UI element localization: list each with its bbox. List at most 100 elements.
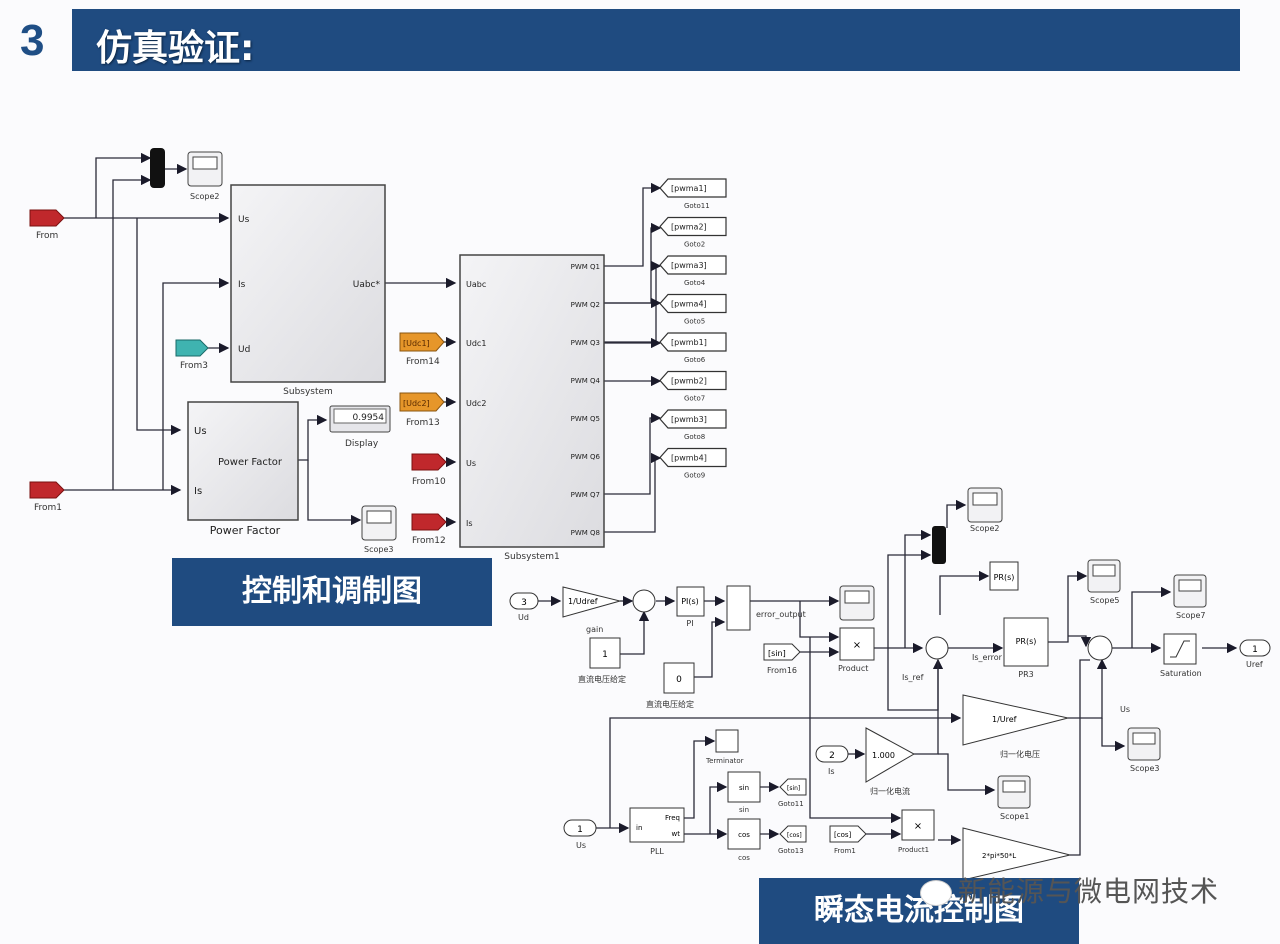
outport-uref[interactable] (1239, 639, 1271, 657)
inport-us[interactable] (563, 819, 597, 837)
goto-block[interactable] (659, 178, 727, 198)
sum-block[interactable] (1087, 635, 1113, 661)
scope-label: Scope2 (190, 192, 219, 201)
product1-block[interactable] (901, 809, 935, 841)
inport-ud[interactable] (509, 592, 539, 610)
pll-block[interactable] (629, 807, 685, 843)
from16-block[interactable] (763, 643, 801, 661)
signal-label: Is_ref (902, 673, 924, 682)
mux-block[interactable] (726, 585, 751, 631)
pi-block[interactable] (676, 586, 705, 617)
gain-bottom-block[interactable] (962, 827, 1071, 881)
goto-block[interactable] (659, 447, 727, 468)
constant-zero-block[interactable] (663, 662, 695, 694)
gain-ua-block[interactable] (962, 694, 1069, 746)
from-tag: [Udc2] (403, 399, 430, 408)
from-block-from3[interactable] (175, 339, 209, 357)
scope1-block[interactable] (997, 775, 1031, 809)
port-label: PWM Q8 (571, 529, 600, 537)
scope3-block[interactable] (361, 505, 397, 541)
inport-is[interactable] (815, 745, 849, 763)
from-label: From16 (767, 666, 797, 675)
goto-label: Goto13 (778, 847, 804, 855)
subsystem1-block[interactable] (459, 254, 605, 548)
scope5-block[interactable] (1087, 559, 1121, 593)
pr-block[interactable] (989, 561, 1019, 591)
scope-label: Scope5 (1090, 596, 1119, 605)
block-label: Saturation (1160, 669, 1202, 678)
saturation-block[interactable] (1163, 633, 1197, 665)
port-label: Is (194, 486, 202, 497)
goto-blocks: [pwma1]Goto11[pwma2]Goto2[pwma3]Goto4[pw… (659, 178, 727, 480)
goto-tag: [pwmb4] (671, 454, 707, 463)
goto-block[interactable] (659, 370, 727, 391)
pll-port: Freq (665, 814, 680, 822)
goto-block[interactable] (659, 332, 727, 352)
power-factor-block[interactable] (187, 401, 299, 521)
scope7-block[interactable] (1173, 574, 1207, 608)
goto-block[interactable] (659, 409, 727, 429)
goto-block[interactable] (659, 293, 727, 314)
sum-block[interactable] (632, 589, 656, 613)
from-block-from[interactable] (29, 209, 65, 227)
block-label: Terminator (705, 757, 744, 765)
section-number: 3 (20, 16, 45, 65)
pr-value: PR(s) (1016, 637, 1037, 646)
goto-label: Goto11 (778, 800, 804, 808)
wire (136, 218, 182, 436)
from-block-from13[interactable] (399, 392, 445, 412)
block-label: Subsystem (283, 387, 333, 397)
display-value: 0.9954 (353, 413, 385, 423)
wire (938, 753, 996, 796)
pi-label: PI (686, 619, 693, 628)
wire (112, 174, 152, 490)
gain-block[interactable] (562, 586, 622, 618)
caption-control-modulation: 控制和调制图 (172, 558, 492, 626)
block-label: Subsystem1 (504, 552, 559, 562)
goto-block[interactable] (659, 255, 727, 275)
block-label: PLL (650, 847, 664, 856)
from-block-from12[interactable] (411, 513, 447, 531)
goto-sin-block[interactable] (779, 778, 807, 796)
gain-is-block[interactable] (865, 727, 916, 783)
from-block-from10[interactable] (411, 453, 447, 471)
port-label: PWM Q5 (571, 415, 600, 423)
product-label: Product (838, 664, 868, 673)
from-block-from1[interactable] (29, 481, 65, 499)
sin-block[interactable] (727, 771, 761, 803)
signal-label: Us (1120, 705, 1130, 714)
watermark: 新能源与微电网技术 (920, 870, 1219, 910)
product-block[interactable] (839, 627, 875, 661)
scope-label: Scope3 (1130, 764, 1159, 773)
outport-label: Uref (1246, 660, 1263, 669)
cos-block[interactable] (727, 818, 761, 850)
inport-label: Is (828, 767, 835, 776)
mux-block[interactable] (150, 148, 165, 188)
sum-block[interactable] (925, 636, 949, 660)
mux-block[interactable] (932, 526, 946, 564)
scope4-block[interactable] (839, 585, 875, 621)
scope2-block[interactable] (967, 487, 1003, 523)
pll-port: in (636, 824, 642, 832)
gain-value: 2*pi*50*L (982, 852, 1016, 860)
port-label: Us (238, 215, 250, 225)
constant-block[interactable] (589, 637, 621, 669)
goto-tag: [pwma4] (671, 300, 707, 309)
block-label: Display (345, 439, 379, 449)
from-label: From1 (834, 847, 856, 855)
from1-block[interactable] (829, 825, 867, 843)
goto-cos-block[interactable] (779, 825, 807, 843)
terminator-block[interactable] (715, 729, 739, 753)
scope2-block[interactable] (187, 151, 223, 187)
scope3-block[interactable] (1127, 727, 1161, 761)
goto-block[interactable] (659, 216, 727, 237)
constant-label: 直流电压给定 (646, 699, 694, 709)
subsystem-block[interactable] (230, 184, 386, 383)
scope-label: Scope1 (1000, 812, 1029, 821)
pr3-block[interactable] (1003, 617, 1049, 667)
display-block[interactable] (329, 405, 391, 433)
pr-label: PR3 (1018, 670, 1033, 679)
gain-value: 1/Uref (992, 715, 1017, 724)
from-block-from14[interactable] (399, 332, 445, 352)
